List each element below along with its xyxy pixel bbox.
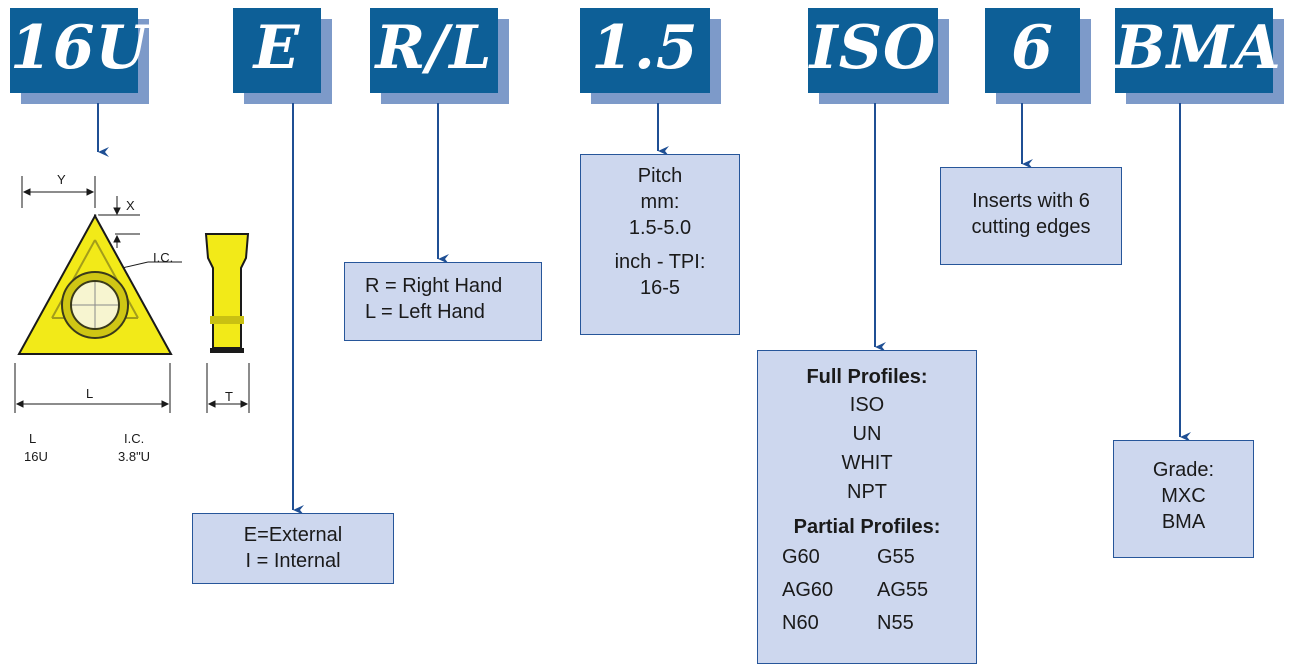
code-edges-text: 6 — [985, 8, 1080, 93]
code-tile-profile: ISO — [808, 8, 949, 104]
box-insert-type: E=External I = Internal — [192, 513, 394, 584]
table-header-ic: I.C. — [124, 431, 145, 446]
partial-item: G55 — [877, 546, 915, 568]
table-value-ic: 3.8"U — [118, 449, 151, 464]
box-line: Grade: — [1152, 459, 1215, 481]
profile-item: UN — [852, 423, 882, 445]
box-line: mm: — [640, 191, 680, 213]
code-pitch-text: 1.5 — [580, 8, 710, 93]
box-line: I = Internal — [245, 550, 341, 572]
box-line: 1.5-5.0 — [628, 217, 692, 239]
dim-y-label: Y — [57, 172, 66, 187]
box-grade: Grade: MXC BMA — [1113, 440, 1254, 558]
box-line: BMA — [1161, 511, 1206, 533]
dim-t-label: T — [225, 389, 233, 404]
box-edges: Inserts with 6 cutting edges — [940, 167, 1122, 265]
code-tile-pitch: 1.5 — [580, 8, 721, 104]
box-line: L = Left Hand — [365, 301, 485, 323]
box-profiles: Full Profiles: ISO UN WHIT NPT Partial P… — [757, 350, 977, 664]
partial-item: G60 — [782, 546, 820, 568]
code-tile-grade: BMA — [1115, 8, 1284, 104]
box-line: E=External — [243, 524, 343, 546]
partial-item: N55 — [877, 612, 914, 634]
box-line: cutting edges — [971, 216, 1091, 238]
code-hand-text: R/L — [370, 8, 498, 93]
box-line: 16-5 — [639, 277, 681, 299]
code-tile-type: E — [233, 8, 332, 104]
partial-item: N60 — [782, 612, 819, 634]
partial-row: AG60 AG55 — [758, 574, 976, 607]
profile-item: WHIT — [841, 452, 893, 474]
box-pitch: Pitch mm: 1.5-5.0 inch - TPI: 16-5 — [580, 154, 740, 335]
dim-l-label: L — [86, 386, 94, 401]
box-line: Inserts with 6 — [972, 190, 1090, 212]
box-hand: R = Right Hand L = Left Hand — [344, 262, 542, 341]
code-grade-text: BMA — [1115, 8, 1281, 93]
box-line: Pitch — [637, 165, 683, 187]
dim-x-label: X — [126, 198, 135, 213]
partial-profiles-title: Partial Profiles: — [793, 516, 941, 538]
table-header-l: L — [29, 431, 37, 446]
partial-item: AG60 — [782, 579, 834, 601]
dim-ic-label: I.C. — [153, 250, 174, 265]
partial-row: G60 G55 — [758, 541, 976, 574]
box-line: inch - TPI: — [614, 251, 706, 273]
code-tile-size: 16U — [10, 8, 149, 104]
table-value-l: 16U — [24, 449, 48, 464]
profile-item: NPT — [847, 481, 887, 503]
box-line: MXC — [1161, 485, 1206, 507]
code-size-text: 16U — [10, 8, 148, 93]
code-type-text: E — [233, 8, 321, 93]
code-profile-text: ISO — [808, 8, 938, 93]
full-profiles-title: Full Profiles: — [806, 366, 928, 388]
profile-item: ISO — [849, 394, 885, 416]
partial-item: AG55 — [877, 579, 929, 601]
box-line: R = Right Hand — [365, 275, 503, 297]
code-tile-hand: R/L — [370, 8, 509, 104]
insert-drawing — [13, 176, 250, 413]
partial-row: N60 N55 — [758, 607, 976, 640]
code-tile-edges: 6 — [985, 8, 1091, 104]
